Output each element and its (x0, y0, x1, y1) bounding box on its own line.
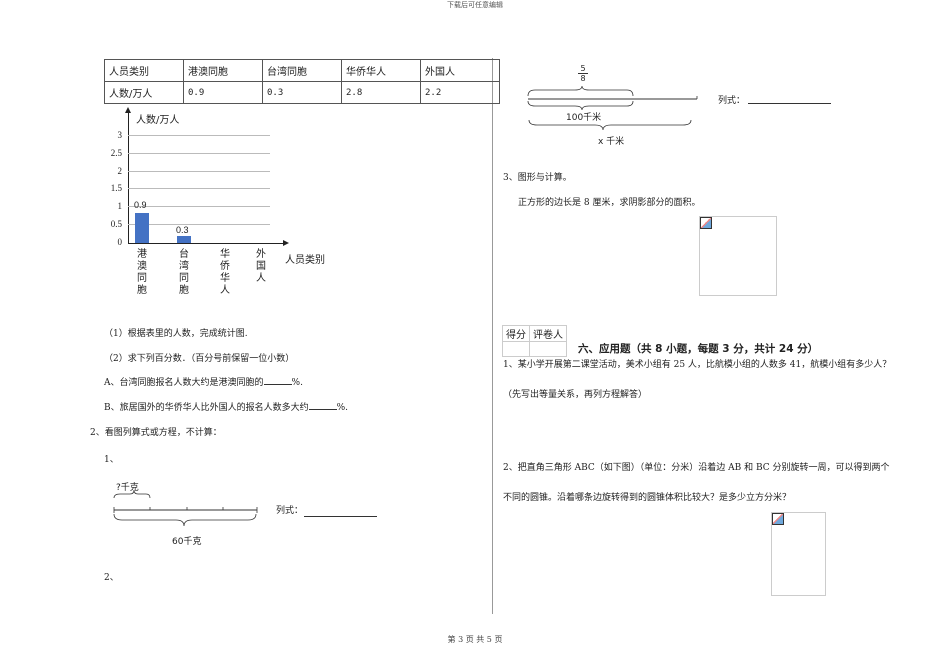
answer-blank[interactable] (308, 409, 337, 410)
x-category-label: 华侨华人 (220, 249, 230, 296)
question-2-title: 2、看图列算式或方程，不计算： (90, 428, 222, 438)
score-table: 得分 评卷人 (502, 325, 567, 357)
table-cell: 2.8 (341, 81, 421, 104)
y-tick-label: 2.5 (110, 148, 122, 158)
application-question-1-note: （先写出等量关系，再列方程解答） (503, 390, 648, 400)
gridline (128, 224, 270, 225)
question-1-sub-1: （1）根据表里的人数，完成统计图. (104, 329, 248, 339)
x-category-label: 港澳同胞 (137, 249, 147, 296)
page-header: 下载后可任意编辑 (447, 1, 503, 9)
gridline (128, 171, 270, 172)
question-2-1-label: 1、 (104, 455, 119, 465)
application-question-2-line-1: 2、把直角三角形 ABC（如下图）（单位：分米）沿着边 AB 和 BC 分别旋转… (503, 463, 890, 473)
score-cell[interactable] (502, 341, 530, 357)
distance-brace-svg (527, 85, 698, 131)
y-tick-label: 2 (117, 166, 123, 176)
formula-answer-blank[interactable] (748, 93, 831, 104)
gridline (128, 153, 270, 154)
table-header-cell: 台湾同胞 (262, 59, 342, 82)
score-header: 得分 (502, 325, 530, 342)
y-tick-label: 0 (117, 237, 123, 247)
triangle-figure-image (771, 512, 826, 596)
gridline (128, 188, 270, 189)
bar-gangao (135, 213, 149, 243)
broken-image-icon (772, 513, 784, 525)
formula-label: 列式： (276, 506, 304, 516)
question-1-a: A、台湾同胞报名人数大约是港澳同胞的%. (104, 378, 303, 388)
fraction-label: 5 8 (578, 64, 588, 83)
table-row-label: 人数/万人 (104, 81, 184, 104)
application-question-1: 1、某小学开展第二课堂活动，美术小组有 25 人，比航模小组的人数多 41，航模… (503, 360, 892, 370)
y-tick-label: 1.5 (110, 183, 122, 193)
bar-data-label: 0.3 (176, 225, 189, 235)
table-row: 人数/万人 0.9 0.3 2.8 2.2 (104, 81, 500, 104)
application-question-2-line-2: 不同的圆锥。沿着哪条边旋转得到的圆锥体积比较大？是多少立方分米？ (503, 493, 792, 503)
section-title: 六、应用题（共 8 小题，每题 3 分，共计 24 分） (578, 343, 819, 355)
table-header-cell: 人员类别 (104, 59, 184, 82)
question-1-b: B、旅居国外的华侨华人比外国人的报名人数多大约%. (104, 403, 349, 413)
diagram-bottom-label: x 千米 (598, 137, 625, 147)
formula-label: 列式： (718, 96, 746, 106)
gridline (128, 135, 270, 136)
answer-blank[interactable] (263, 384, 292, 385)
y-axis-label: 人数/万人 (136, 115, 180, 126)
y-tick-label: 1 (117, 201, 123, 211)
table-cell: 0.3 (262, 81, 342, 104)
y-tick-label: 3 (117, 130, 123, 140)
question-3-text: 正方形的边长是 8 厘米，求阴影部分的面积。 (518, 198, 701, 208)
table-cell: 2.2 (420, 81, 500, 104)
broken-image-icon (700, 217, 712, 229)
population-table: 人员类别 港澳同胞 台湾同胞 华侨华人 外国人 人数/万人 0.9 0.3 2.… (104, 59, 500, 104)
question-3-title: 3、图形与计算。 (503, 173, 572, 183)
table-header-cell: 港澳同胞 (183, 59, 263, 82)
table-header-cell: 华侨华人 (341, 59, 421, 82)
x-category-label: 外国人 (256, 249, 266, 284)
x-category-label: 台湾同胞 (179, 249, 189, 296)
y-tick-label: 0.5 (110, 219, 122, 229)
y-axis-arrow-icon (125, 107, 131, 113)
square-shaded-figure-image (699, 216, 777, 296)
table-header-row: 人员类别 港澳同胞 台湾同胞 华侨华人 外国人 (104, 59, 500, 82)
question-2-2-label: 2、 (104, 573, 119, 583)
question-1-sub-2: （2）求下列百分数．（百分号前保留一位小数） (104, 354, 295, 364)
segment-brace-svg (113, 489, 258, 527)
grader-header: 评卷人 (529, 325, 567, 342)
formula-answer-blank[interactable] (304, 505, 377, 517)
diagram-mid-label: 100千米 (566, 113, 602, 123)
table-cell: 0.9 (183, 81, 263, 104)
diagram-bottom-label: 60千克 (172, 537, 202, 547)
gridline (128, 206, 270, 207)
table-header-cell: 外国人 (420, 59, 500, 82)
column-divider (492, 58, 493, 614)
bar-taiwan (177, 236, 191, 243)
page-footer: 第 3 页 共 5 页 (447, 635, 503, 644)
x-axis (128, 243, 284, 244)
y-axis (128, 112, 129, 243)
grader-cell[interactable] (529, 341, 567, 357)
diagram-top-label: ?千克 (116, 483, 139, 493)
x-axis-arrow-icon (283, 240, 289, 246)
x-axis-label: 人员类别 (285, 255, 325, 266)
bar-data-label: 0.9 (134, 200, 147, 210)
